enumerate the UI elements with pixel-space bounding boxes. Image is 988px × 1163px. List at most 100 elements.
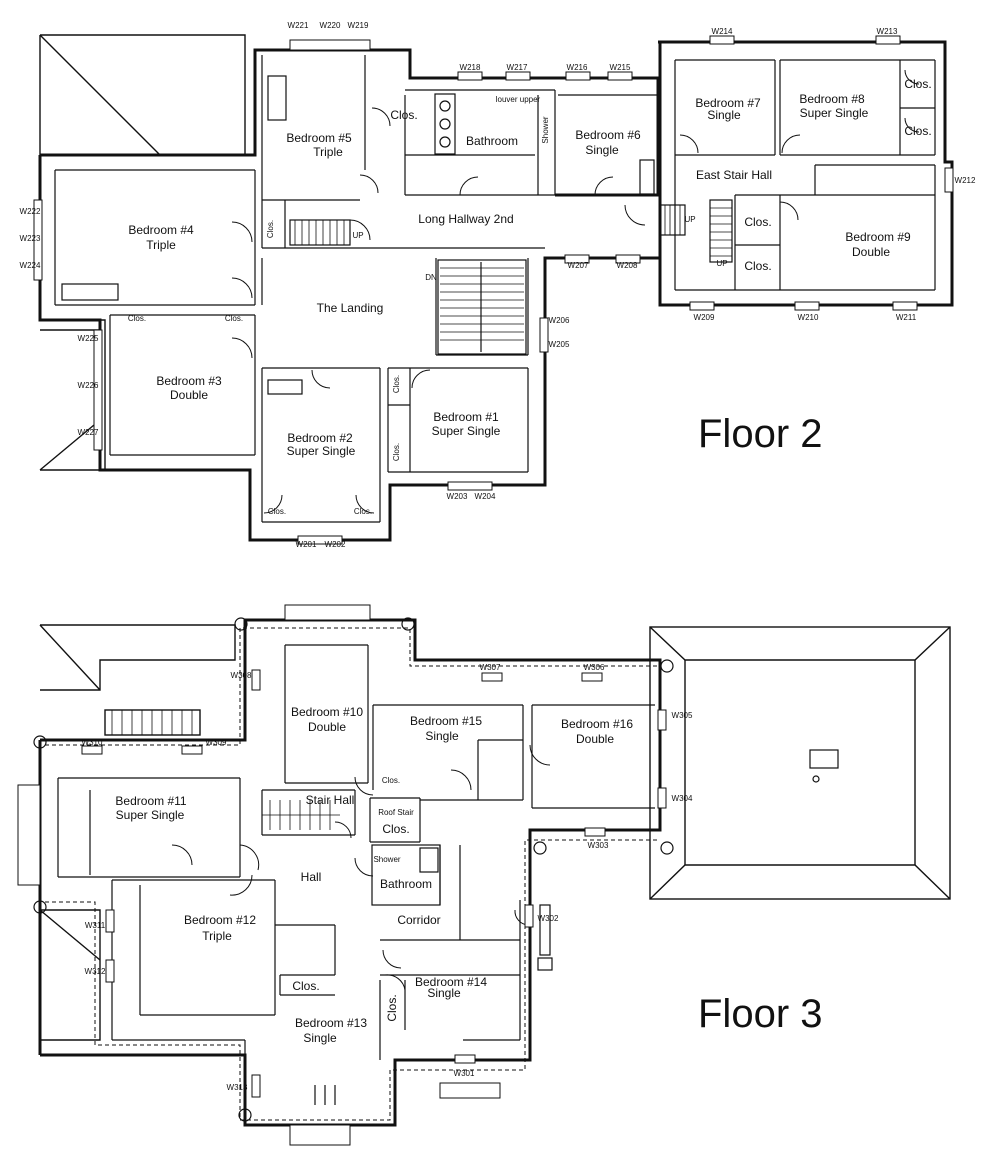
space-label: Hall bbox=[301, 870, 322, 884]
room-name: Bedroom #16 bbox=[561, 717, 633, 731]
window-label: W213 bbox=[877, 27, 898, 36]
closet-label: Clos. bbox=[904, 77, 931, 91]
window-label: W209 bbox=[694, 313, 715, 322]
closet-label: Clos. bbox=[392, 375, 401, 393]
window-label: W215 bbox=[610, 63, 631, 72]
closet-label: Clos. bbox=[385, 994, 399, 1021]
stair-marker: UP bbox=[684, 215, 695, 224]
window-label: W201 bbox=[296, 540, 317, 549]
room-type: Super Single bbox=[287, 444, 356, 458]
room-type: Double bbox=[170, 388, 208, 402]
window-label: W221 bbox=[288, 21, 309, 30]
closet-label: Clos. bbox=[392, 443, 401, 461]
room-type: Single bbox=[427, 986, 461, 1000]
space-label: Roof Stair bbox=[378, 808, 414, 817]
room-name: Bedroom #12 bbox=[184, 913, 256, 927]
room-name: Bedroom #15 bbox=[410, 714, 482, 728]
window-label: W308 bbox=[231, 671, 252, 680]
closet-label: Clos. bbox=[744, 215, 771, 229]
room-name: Bedroom #7 bbox=[695, 96, 761, 110]
window-label: W220 bbox=[320, 21, 341, 30]
room-type: Single bbox=[425, 729, 459, 743]
window-label: W217 bbox=[507, 63, 528, 72]
window-label: W305 bbox=[672, 711, 693, 720]
closet-label: Clos. bbox=[128, 314, 146, 323]
window-label: W222 bbox=[20, 207, 41, 216]
floor-title: Floor 2 bbox=[698, 412, 823, 456]
window-label: W202 bbox=[325, 540, 346, 549]
window-label: W223 bbox=[20, 234, 41, 243]
room-name: Bedroom #1 bbox=[433, 410, 499, 424]
stair-marker: UP bbox=[352, 231, 363, 240]
window-label: W313 bbox=[227, 1083, 248, 1092]
window-label: W208 bbox=[617, 261, 638, 270]
window-label: W302 bbox=[538, 914, 559, 923]
room-type: Super Single bbox=[116, 808, 185, 822]
space-label: Corridor bbox=[397, 913, 440, 927]
room-name: Bedroom #10 bbox=[291, 705, 363, 719]
closet-label: Clos. bbox=[382, 822, 409, 836]
room-name: Bedroom #3 bbox=[156, 374, 222, 388]
room-type: Single bbox=[585, 143, 619, 157]
room-name: Bedroom #5 bbox=[286, 131, 352, 145]
window-label: W203 bbox=[447, 492, 468, 501]
floor-2-plan: W221 W220 W219 W218 W217 W216 W215 W214 … bbox=[20, 21, 976, 549]
room-name: Bedroom #2 bbox=[287, 431, 353, 445]
room-name: Bedroom #9 bbox=[845, 230, 911, 244]
room-name: Bedroom #8 bbox=[799, 92, 865, 106]
floor-title: Floor 3 bbox=[698, 992, 823, 1036]
room-type: Triple bbox=[202, 929, 232, 943]
room-name: Bedroom #6 bbox=[575, 128, 641, 142]
space-label: louver upper bbox=[496, 95, 541, 104]
floor-2-stairs bbox=[289, 199, 733, 355]
closet-label: Clos. bbox=[390, 108, 417, 122]
space-label: East Stair Hall bbox=[696, 168, 772, 182]
room-type: Single bbox=[707, 108, 741, 122]
window-label: W204 bbox=[475, 492, 496, 501]
window-label: W307 bbox=[480, 663, 501, 672]
window-label: W212 bbox=[955, 176, 976, 185]
window-label: W216 bbox=[567, 63, 588, 72]
space-label: Shower bbox=[541, 116, 550, 143]
window-label: W310 bbox=[82, 738, 103, 747]
space-label: Stair Hall bbox=[306, 793, 355, 807]
window-label: W226 bbox=[78, 381, 99, 390]
window-label: W211 bbox=[896, 313, 917, 322]
space-label: The Landing bbox=[317, 301, 384, 315]
closet-label: Clos. bbox=[292, 979, 319, 993]
space-label: Bathroom bbox=[466, 134, 518, 148]
space-label: Bathroom bbox=[380, 877, 432, 891]
closet-label: Clos. bbox=[744, 259, 771, 273]
stair-marker: DN bbox=[425, 273, 437, 282]
window-label: W218 bbox=[460, 63, 481, 72]
room-type: Super Single bbox=[432, 424, 501, 438]
room-type: Super Single bbox=[800, 106, 869, 120]
window-label: W309 bbox=[206, 738, 227, 747]
window-label: W301 bbox=[454, 1069, 475, 1078]
window-label: W312 bbox=[85, 967, 106, 976]
room-name: Bedroom #14 bbox=[415, 975, 487, 989]
space-label: Long Hallway 2nd bbox=[418, 212, 513, 226]
closet-label: Clos. bbox=[382, 776, 400, 785]
stair-marker: UP bbox=[716, 259, 727, 268]
space-label: Shower bbox=[373, 855, 400, 864]
window-label: W225 bbox=[78, 334, 99, 343]
floor-3-plan: W308 W307 W306 W305 W304 W303 W310 W309 … bbox=[17, 604, 951, 1146]
window-label: W303 bbox=[588, 841, 609, 850]
closet-label: Clos. bbox=[268, 507, 286, 516]
window-label: W306 bbox=[584, 663, 605, 672]
window-label: W304 bbox=[672, 794, 693, 803]
room-name: Bedroom #13 bbox=[295, 1016, 367, 1030]
window-label: W206 bbox=[549, 316, 570, 325]
window-label: W219 bbox=[348, 21, 369, 30]
closet-label: Clos. bbox=[225, 314, 243, 323]
room-type: Single bbox=[303, 1031, 337, 1045]
room-name: Bedroom #4 bbox=[128, 223, 194, 237]
window-label: W207 bbox=[568, 261, 589, 270]
window-label: W227 bbox=[78, 428, 99, 437]
closet-label: Clos. bbox=[266, 220, 275, 238]
window-label: W214 bbox=[712, 27, 733, 36]
window-label: W224 bbox=[20, 261, 41, 270]
closet-label: Clos. bbox=[904, 124, 931, 138]
